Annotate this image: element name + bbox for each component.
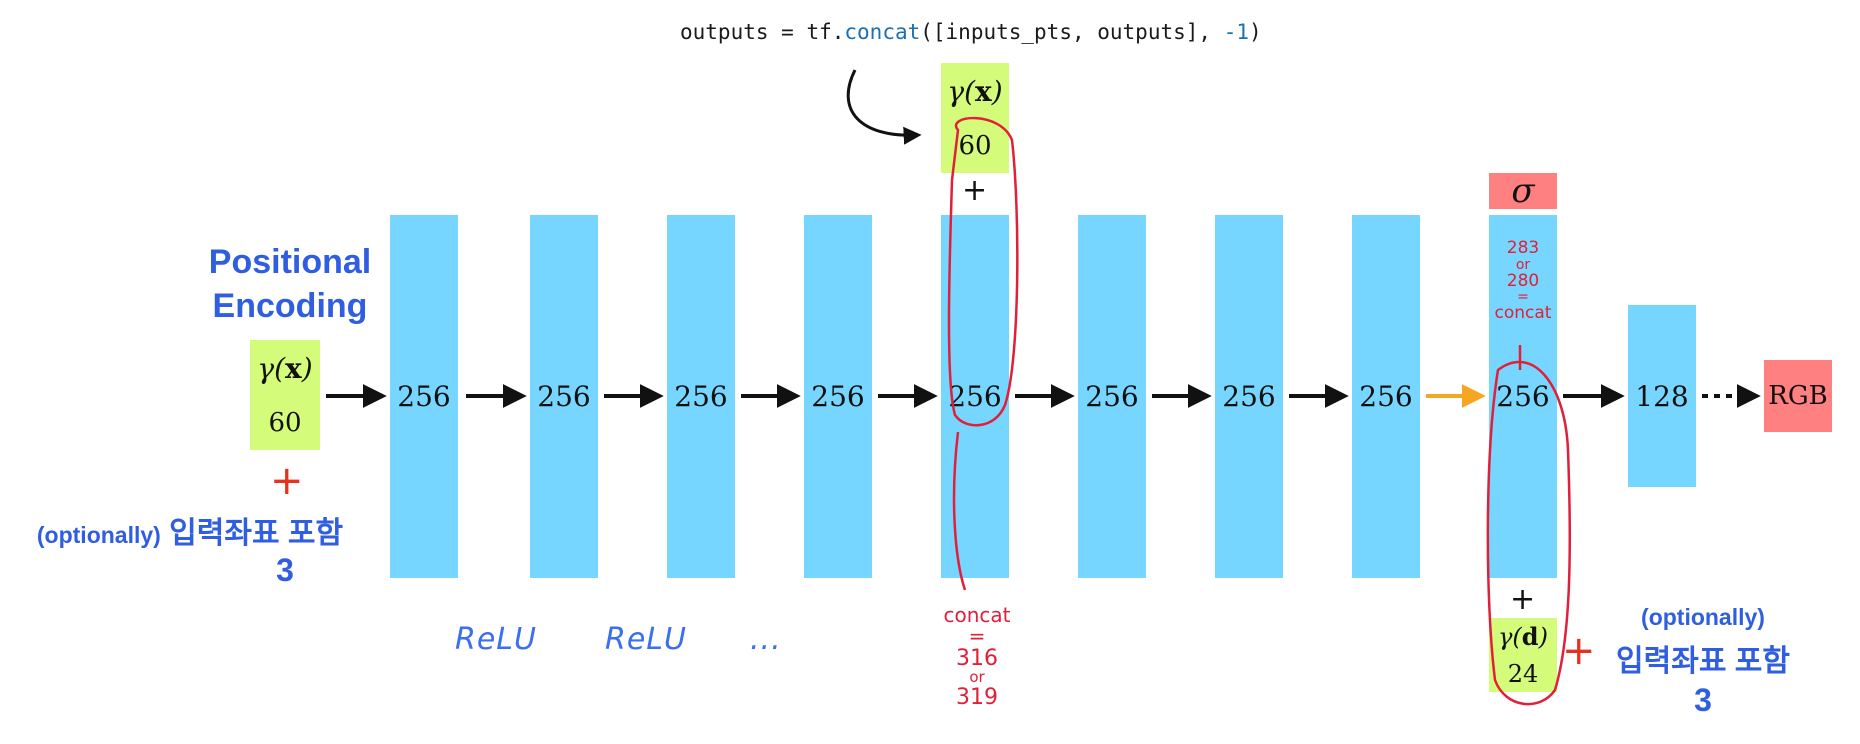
input-gamma-label: γ(x) [257,351,313,385]
rgb-output-box: RGB [1764,360,1832,432]
concat-mid-annotation: concat = 316 or 319 [943,603,1011,710]
layer-128: 128 [1628,305,1696,487]
activation-relu-2: ReLU [605,622,687,657]
left-optional-label: (optionally) 입력좌표 포함 [10,508,370,552]
right-optionally-text: (optionally) [1641,604,1765,630]
left-three: 3 [276,552,294,588]
layer-6: 256 [1078,215,1146,578]
activation-relu-1: ReLU [455,622,537,657]
code-tf: tf. [806,20,845,44]
right-include-text: 입력좌표 포함 [1616,645,1790,678]
input-gamma-dim: 60 [268,408,302,439]
concat-sigma-annotation: 283 or 280 = concat [1494,238,1552,324]
left-optionally-text: (optionally) [36,522,161,548]
left-include-text: 입력좌표 포함 [169,517,344,550]
layer-3: 256 [667,215,735,578]
code-line: outputs = tf.concat([inputs_pts, outputs… [680,20,1262,44]
layer-1: 256 [390,215,458,578]
input-gamma-box: γ(x) 60 [250,340,320,450]
dir-plus: + [1510,582,1536,617]
code-fn: concat [844,20,921,44]
title-line-2: Encoding [212,287,368,326]
code-neg: -1 [1223,20,1249,44]
layer-5-skip: 256 [941,215,1009,578]
code-curve-arrow [846,69,922,145]
layer-8: 256 [1352,215,1420,578]
title-line-1: Positional [208,243,372,281]
positional-encoding-title: Positional Encoding [190,240,390,328]
dir-gamma-label: γ(d) [1498,622,1548,652]
left-red-plus: + [270,458,304,504]
code-args: ([inputs_pts, outputs], [920,20,1224,44]
code-close: ) [1248,20,1262,44]
skip-gamma-box: γ(x) 60 [941,63,1009,173]
skip-plus: + [962,173,988,208]
layer-4: 256 [804,215,872,578]
right-three: 3 [1694,682,1712,718]
activation-ellipsis: ... [750,622,782,657]
right-red-plus: + [1562,628,1596,674]
code-lhs: outputs [680,20,769,44]
skip-gamma-dim: 60 [958,131,992,162]
dir-gamma-dim: 24 [1507,659,1539,688]
dir-gamma-box: γ(d) 24 [1489,618,1557,692]
skip-gamma-label: γ(x) [947,74,1003,108]
sigma-output-box: σ [1489,171,1557,211]
layer-2: 256 [530,215,598,578]
layer-7: 256 [1215,215,1283,578]
code-eq: = [768,20,807,44]
